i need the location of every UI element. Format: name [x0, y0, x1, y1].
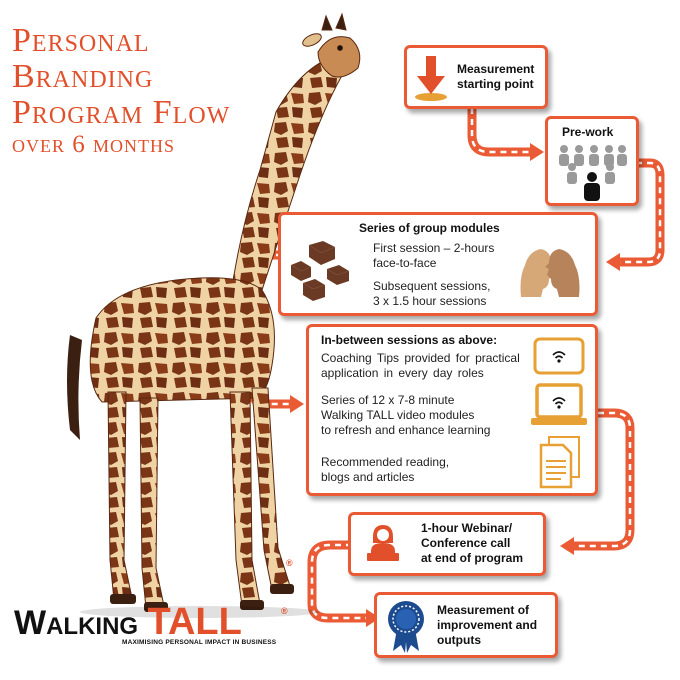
arrowhead-4 — [560, 537, 574, 555]
registered-mark-giraffe: ® — [286, 558, 293, 568]
step-measurement-end: Measurement of improvement and outputs — [374, 592, 558, 658]
step-prework: Pre-work — [545, 116, 639, 206]
documents-icon — [539, 436, 580, 489]
logo-tagline: MAXIMISING PERSONAL IMPACT IN BUSINESS — [122, 639, 277, 646]
webinar-person-icon — [367, 525, 399, 561]
down-arrow-target-icon — [415, 56, 447, 101]
arrowhead-1 — [530, 143, 544, 161]
title-line-4: over 6 months — [12, 131, 176, 158]
in-between-item-1: Coaching Tips provided for practical app… — [321, 351, 520, 380]
audience-people-icon — [559, 145, 627, 201]
logo-tall: TALL — [147, 601, 242, 643]
title-line-3: Program Flow — [12, 94, 231, 131]
group-modules-line-1: First session – 2-hours face-to-face — [373, 241, 495, 270]
arrowhead-2 — [606, 253, 620, 271]
title-line-2: Branding — [12, 58, 154, 95]
in-between-item-2: Series of 12 x 7-8 minute Walking TALL v… — [321, 393, 491, 437]
webinar-title: 1-hour Webinar/ Conference call at end o… — [421, 521, 524, 565]
laptop-icon — [531, 383, 587, 425]
logo-walking: Walking — [14, 604, 139, 642]
step-measurement-start: Measurement starting point — [404, 45, 548, 109]
rosette-badge-icon — [388, 601, 424, 653]
arrowhead-5 — [366, 609, 380, 627]
registered-mark-logo: ® — [281, 606, 288, 616]
giraffe-head — [302, 12, 361, 78]
cubes-icon — [291, 241, 349, 301]
in-between-item-3: Recommended reading, blogs and articles — [321, 455, 450, 484]
measurement-start-title: Measurement starting point — [457, 62, 535, 91]
step-group-modules: Series of group modules First session – … — [278, 212, 598, 316]
giraffe-shadow — [80, 606, 320, 618]
arrowhead-3 — [290, 395, 304, 413]
faces-profile-icon — [520, 249, 580, 297]
group-modules-title: Series of group modules — [359, 221, 500, 235]
walking-tall-logo: Walking TALL MAXIMISING PERSONAL IMPACT … — [14, 602, 276, 646]
measurement-end-title: Measurement of improvement and outputs — [437, 603, 538, 647]
step-in-between: In-between sessions as above: Coaching T… — [306, 324, 598, 496]
page-title: Personal Branding Program Flow over 6 mo… — [12, 22, 231, 158]
step-webinar: 1-hour Webinar/ Conference call at end o… — [348, 512, 546, 576]
in-between-title: In-between sessions as above: — [321, 333, 498, 347]
group-modules-line-2: Subsequent sessions, 3 x 1.5 hour sessio… — [373, 279, 491, 308]
title-line-1: Personal — [12, 22, 150, 59]
tablet-icon — [533, 337, 585, 375]
giraffe-details — [67, 335, 294, 612]
prework-title: Pre-work — [562, 125, 614, 139]
logo-wordmark: Walking TALL — [14, 602, 276, 643]
